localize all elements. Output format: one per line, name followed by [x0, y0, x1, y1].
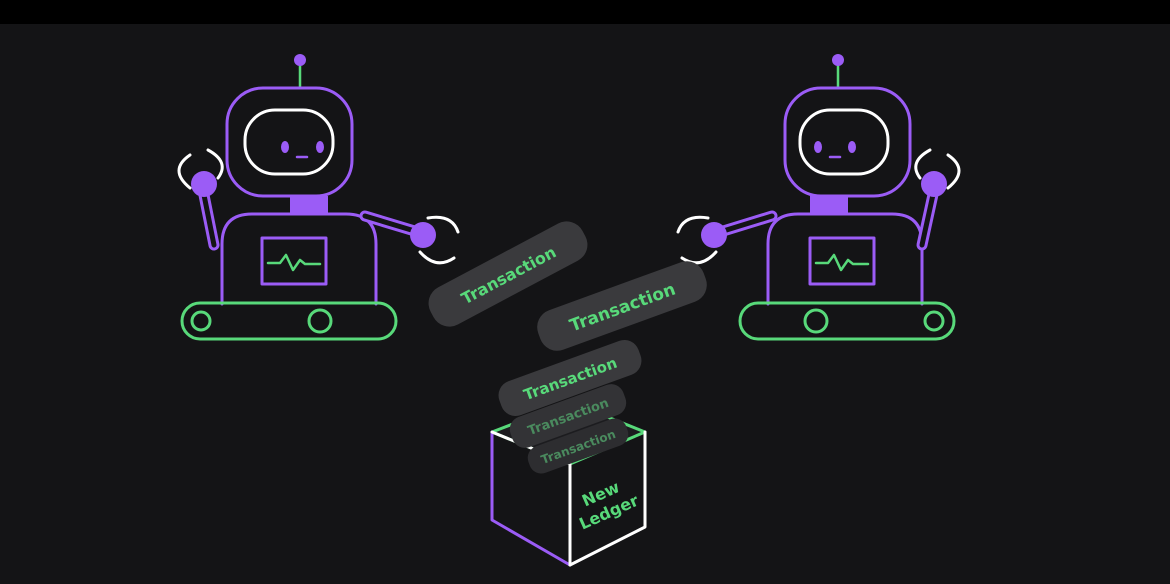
- top-bar: [0, 0, 1170, 24]
- robot-right-icon: [676, 54, 961, 341]
- ledger-label: New Ledger: [576, 477, 641, 533]
- robot-left-icon: [177, 54, 460, 341]
